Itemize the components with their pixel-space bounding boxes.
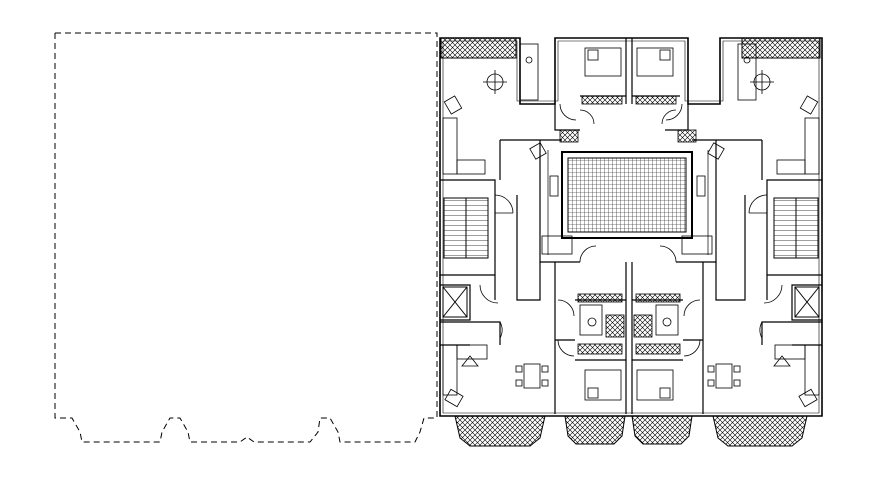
furniture-symbols [442,43,820,408]
central-courtyard [561,151,693,239]
dashed-outline [54,32,438,443]
door-swings [479,103,783,357]
balcony-hatch [440,37,821,447]
staircase [442,197,820,318]
